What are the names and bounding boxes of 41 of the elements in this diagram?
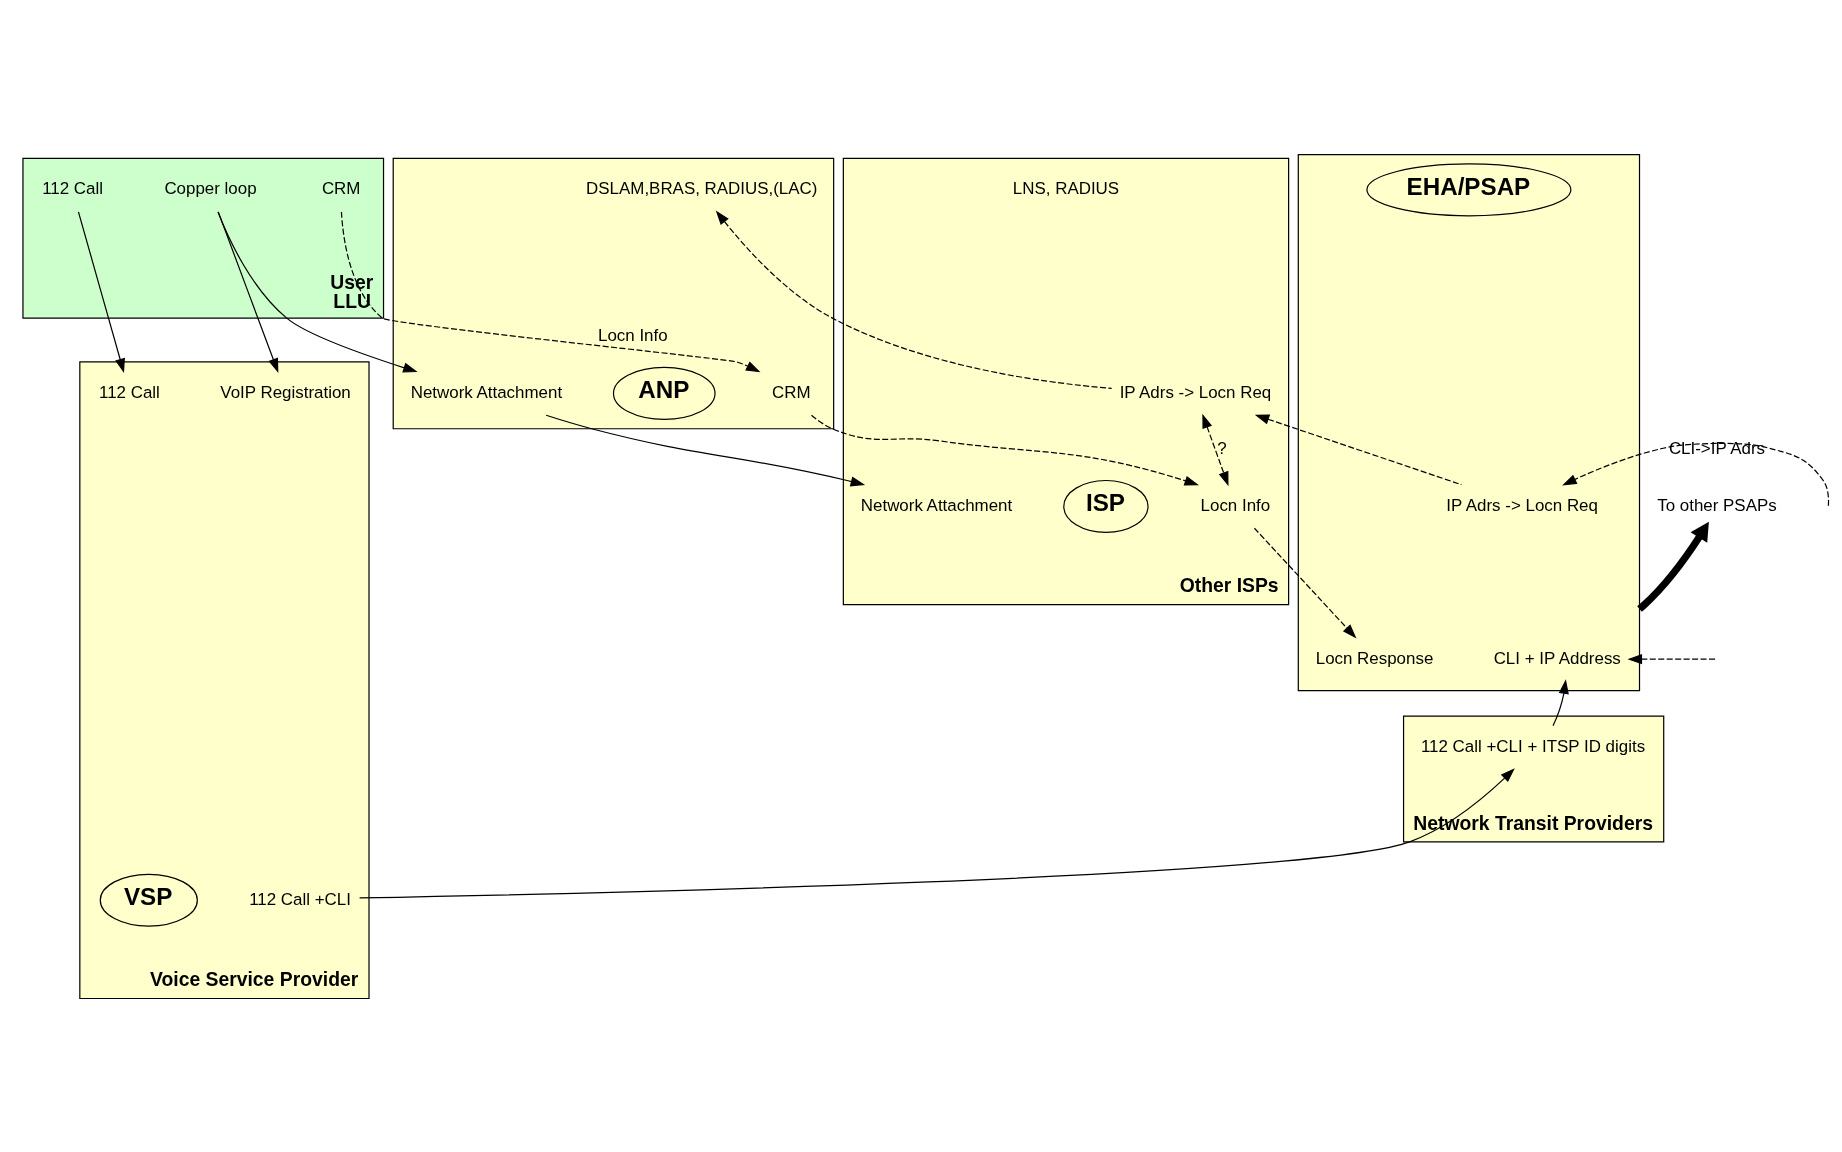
node-text: Locn Info	[1200, 495, 1271, 515]
node-text: CRM	[321, 178, 361, 198]
arrow	[1552, 678, 1569, 726]
node-text: To other PSAPs	[1657, 495, 1777, 515]
arrow	[1637, 521, 1709, 612]
arrow	[715, 210, 1113, 389]
arrow	[340, 210, 761, 372]
node-text: Network Attachment	[860, 495, 1013, 515]
edge-label: ?	[1217, 438, 1227, 458]
node-text: CLI + IP Address	[1493, 648, 1621, 668]
node-ellipse: ANP	[612, 366, 716, 420]
arrow	[359, 767, 1515, 899]
node-text: DSLAM,BRAS, RADIUS,(LAC)	[586, 178, 818, 198]
arrow	[545, 414, 866, 486]
node-ellipse: ISP	[1063, 479, 1149, 533]
arrow	[1562, 442, 1830, 506]
cluster	[392, 157, 835, 429]
node-text: CRM	[772, 382, 811, 402]
node-text: 112 Call	[42, 178, 103, 198]
edge-label: CLI->IP Adrs	[1668, 438, 1766, 458]
arrow	[217, 210, 279, 373]
node-text: Locn Response	[1315, 648, 1434, 668]
arrow	[77, 210, 125, 373]
edge-label: Locn Info	[597, 325, 668, 345]
arrow	[810, 414, 1199, 486]
node-ellipse: EHA/PSAP	[1366, 162, 1572, 216]
node-text: 112 Call +CLI	[249, 889, 351, 909]
arrow	[1253, 527, 1357, 638]
arrow	[217, 210, 418, 372]
node-text: IP Adrs -> Locn Req	[1119, 382, 1272, 402]
node-text: Network Attachment	[410, 382, 563, 402]
node-text: 112 Call	[99, 382, 160, 402]
node-text: VoIP Registration	[220, 382, 351, 402]
arrow	[1254, 414, 1462, 485]
node-text: IP Adrs -> Locn Req	[1446, 495, 1598, 515]
node-text: LNS, RADIUS	[1012, 178, 1120, 198]
arrow	[1202, 413, 1229, 486]
node-text: 112 Call +CLI + ITSP ID digits	[1420, 736, 1646, 756]
node-text: Copper loop	[164, 178, 257, 198]
arrow	[1627, 653, 1716, 664]
node-ellipse: VSP	[99, 873, 198, 927]
